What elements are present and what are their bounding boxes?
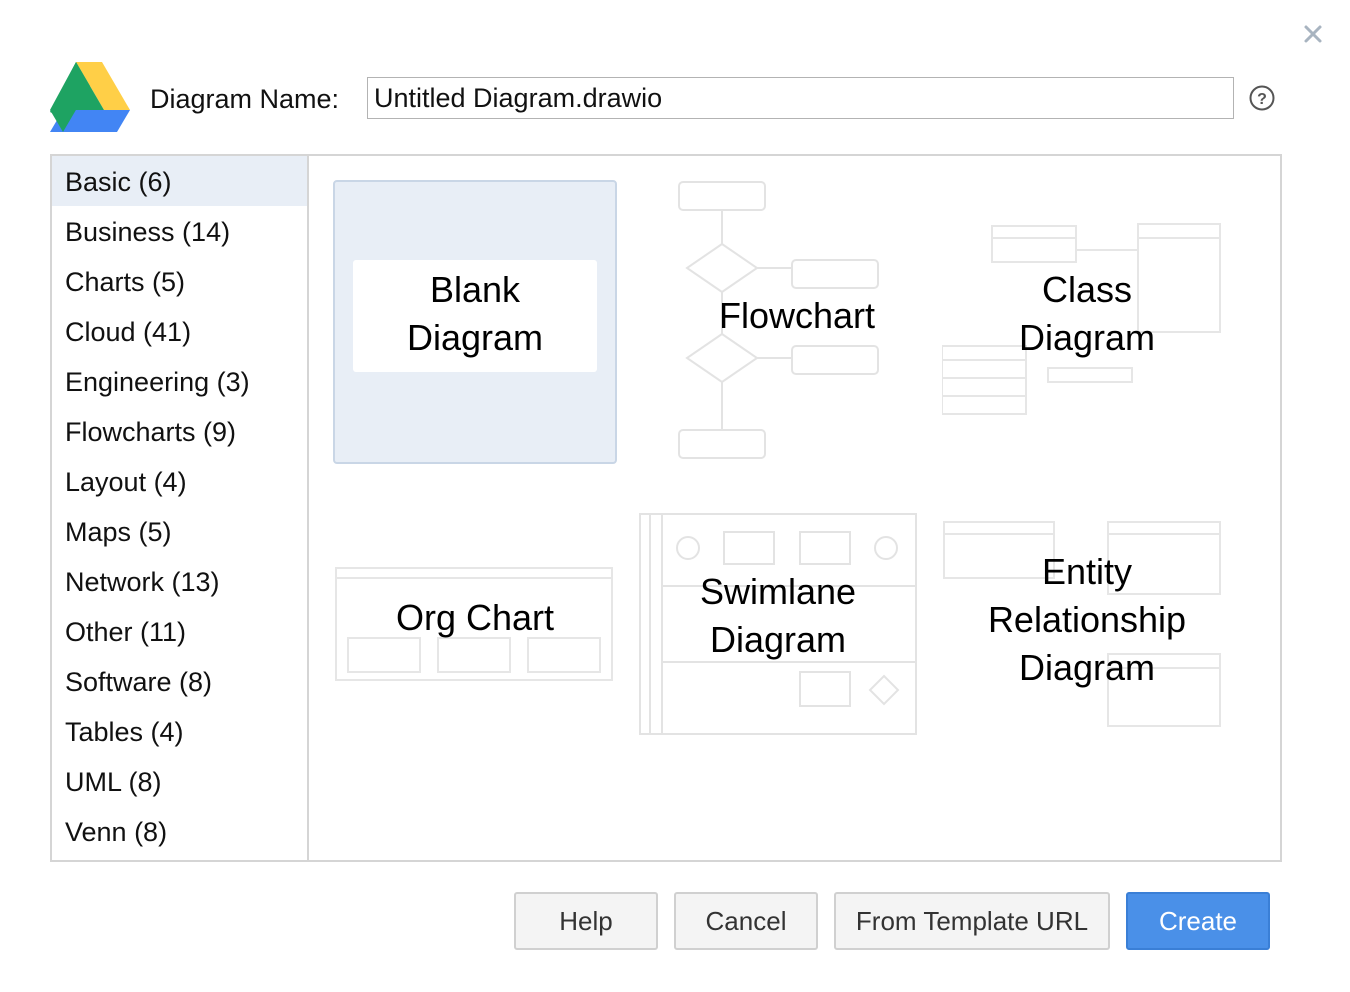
category-item[interactable]: Tables (4): [65, 717, 184, 747]
template-label-line: Diagram: [1018, 317, 1156, 358]
template-er-diagram[interactable]: Entity Relationship Diagram: [942, 518, 1232, 730]
template-label-line: Entity: [1041, 551, 1133, 592]
category-item[interactable]: Cloud (41): [65, 317, 192, 347]
template-label: Entity Relationship Diagram: [942, 548, 1232, 692]
diagram-name-input[interactable]: [367, 77, 1234, 119]
category-item[interactable]: Network (13): [65, 567, 220, 597]
category-item[interactable]: Basic (6): [52, 156, 307, 206]
template-class-diagram[interactable]: Class Diagram: [942, 216, 1232, 426]
close-icon[interactable]: [1299, 20, 1327, 48]
category-item[interactable]: Charts (5): [65, 267, 186, 297]
cancel-button[interactable]: Cancel: [674, 892, 818, 950]
svg-text:?: ?: [1257, 91, 1267, 108]
template-label: Blank Diagram: [335, 266, 615, 362]
template-label-line: Blank: [429, 269, 521, 310]
diagram-name-label: Diagram Name:: [150, 84, 340, 114]
category-item[interactable]: Maps (5): [65, 517, 172, 547]
template-label: Org Chart: [395, 597, 555, 638]
template-label: Flowchart: [718, 295, 876, 336]
template-label-line: Diagram: [406, 317, 544, 358]
category-item[interactable]: Flowcharts (9): [65, 417, 237, 447]
template-label: Swimlane Diagram: [638, 568, 918, 664]
category-item[interactable]: Business (14): [65, 217, 231, 247]
category-item[interactable]: Engineering (3): [65, 367, 250, 397]
template-flowchart[interactable]: Flowchart: [662, 176, 932, 466]
template-label-line: Swimlane: [699, 571, 857, 612]
template-label-line: Relationship: [987, 599, 1187, 640]
category-item[interactable]: UML (8): [65, 767, 162, 797]
category-item[interactable]: Venn (8): [65, 817, 168, 847]
help-circle-icon[interactable]: ?: [1248, 84, 1276, 112]
from-template-url-button[interactable]: From Template URL: [834, 892, 1110, 950]
category-item[interactable]: Other (11): [65, 617, 187, 647]
template-label-line: Diagram: [709, 619, 847, 660]
template-panel: Basic (6) Business (14) Charts (5) Cloud (4…: [50, 154, 1282, 862]
category-item[interactable]: Software (8): [65, 667, 213, 697]
template-label-line: Diagram: [1018, 647, 1156, 688]
template-label: Class Diagram: [942, 266, 1232, 362]
org-chart-thumbnail: [335, 567, 613, 681]
help-button[interactable]: Help: [514, 892, 658, 950]
template-swimlane-diagram[interactable]: Swimlane Diagram: [638, 512, 918, 736]
template-org-chart[interactable]: Org Chart: [334, 566, 616, 686]
category-item[interactable]: Layout (4): [65, 467, 187, 497]
category-list: Basic (6) Business (14) Charts (5) Cloud (4…: [52, 156, 309, 860]
template-label-line: Class: [1041, 269, 1133, 310]
flowchart-thumbnail: [678, 181, 879, 459]
er-diagram-thumbnail: [943, 521, 1221, 727]
blank-diagram-card: [353, 260, 597, 372]
create-button[interactable]: Create: [1126, 892, 1270, 950]
swimlane-thumbnail: [639, 513, 917, 735]
template-blank-diagram[interactable]: Blank Diagram: [333, 180, 617, 464]
class-diagram-thumbnail: [942, 223, 1221, 415]
google-drive-logo: [50, 62, 130, 134]
